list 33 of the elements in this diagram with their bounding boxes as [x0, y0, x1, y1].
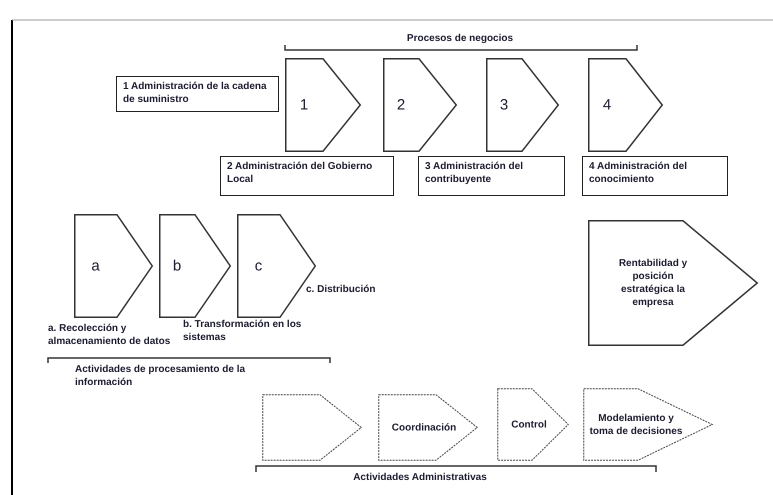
text-box: 3 Administración del contribuyente [418, 156, 565, 196]
step-caption: b. Transformación en los sistemas [183, 318, 302, 344]
step-label: 2 [396, 95, 406, 115]
chevron-shape [588, 220, 758, 346]
chevron-shape [262, 394, 362, 461]
chevron-shape [588, 58, 663, 152]
text-box: 4 Administración del conocimiento [582, 156, 728, 196]
chevron-shape [583, 388, 713, 461]
chevron-shape [285, 58, 361, 152]
chevron-shape [383, 58, 457, 152]
bracket-label: Actividades de procesamiento de la información [75, 363, 246, 389]
step-label: Rentabilidad y posición estratégica la empresa [618, 257, 688, 309]
step-label: c [254, 256, 264, 276]
chevron-shape [159, 214, 231, 318]
step-label: b [172, 256, 182, 276]
step-label: Control [510, 418, 548, 431]
chevron-shape [74, 214, 153, 318]
text-box: 1 Administración de la cadena de suministro [116, 76, 279, 112]
chevron-shape [497, 388, 569, 461]
bracket-label: Procesos de negocios [406, 32, 514, 45]
step-label: 3 [498, 95, 510, 115]
step-label: 1 [298, 95, 310, 115]
bracket-label: Actividades Administrativas [352, 471, 488, 484]
chevron-shape [237, 214, 316, 318]
step-label: a [90, 256, 101, 276]
step-label: Coordinación [390, 421, 458, 434]
chevron-shape [378, 394, 478, 461]
text-box: 2 Administración del Gobierno Local [220, 156, 394, 196]
step-label: 4 [602, 95, 612, 115]
chevron-shape [486, 58, 559, 152]
step-caption: c. Distribución [306, 283, 376, 296]
step-label: Modelamiento y toma de decisiones [588, 412, 684, 438]
step-caption: a. Recolección y almacenamiento de datos [48, 322, 172, 348]
